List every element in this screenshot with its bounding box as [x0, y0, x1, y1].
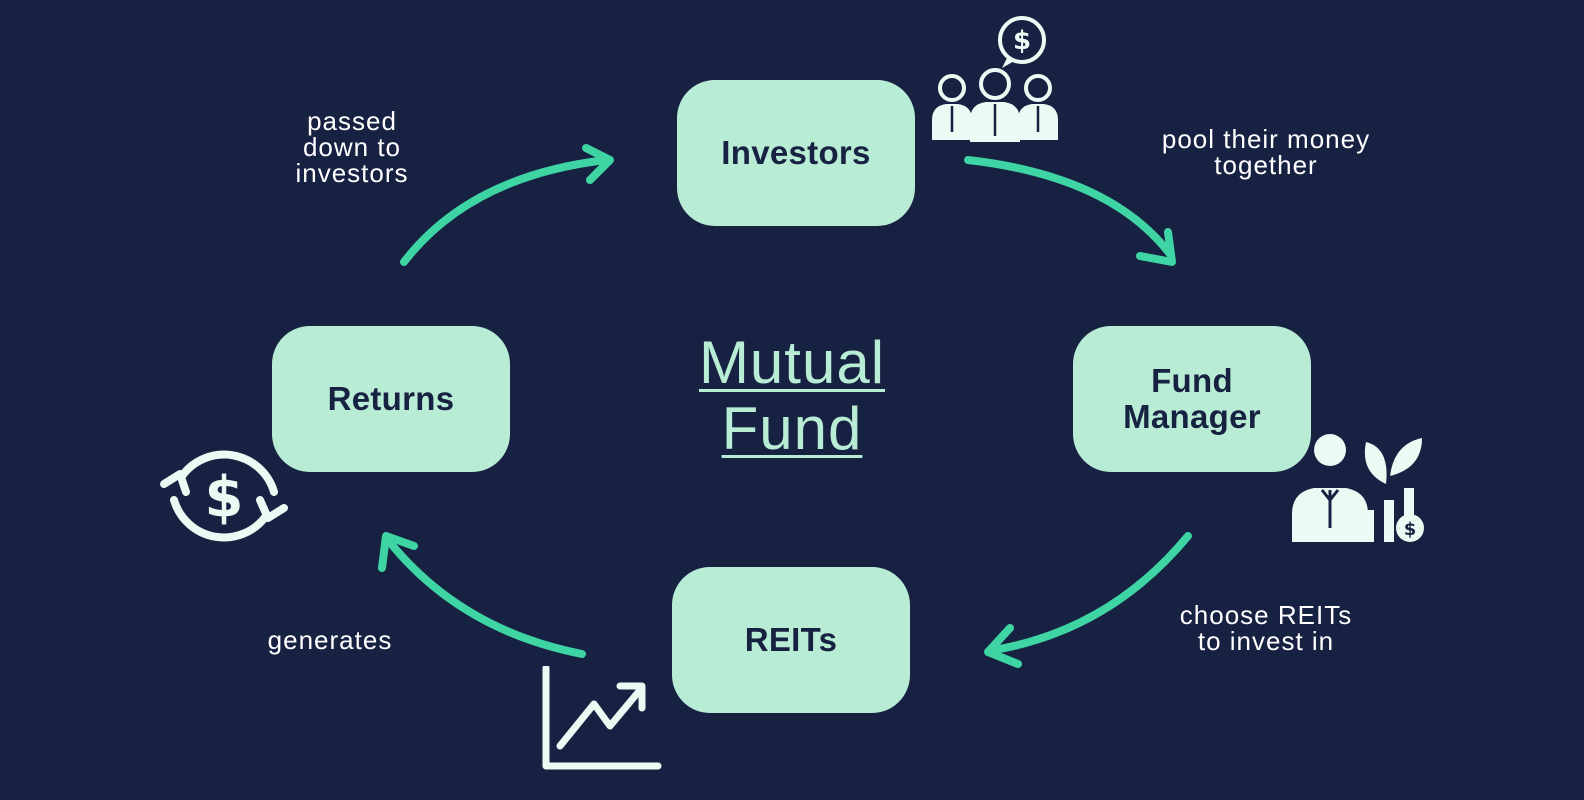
- returns-cycle-dollar-icon: $: [160, 450, 288, 542]
- node-returns: Returns: [272, 326, 510, 472]
- node-reits-label: REITs: [744, 621, 838, 658]
- node-investors-label: Investors: [721, 134, 871, 171]
- node-fund-manager: Fund Manager: [1073, 326, 1311, 472]
- arrow-head-investors-to-manager: [1136, 228, 1176, 266]
- svg-text:$: $: [1404, 519, 1417, 540]
- node-investors: Investors: [677, 80, 915, 226]
- diagram-title-line1: Mutual: [698, 329, 886, 396]
- arrow-head-returns-to-investors: [582, 144, 614, 184]
- fund-manager-growth-icon: $: [1292, 434, 1424, 542]
- arrow-head-manager-to-reits: [984, 624, 1022, 668]
- arrow-head-reits-to-returns: [378, 532, 418, 572]
- node-fund-manager-label-line1: Fund: [1151, 362, 1233, 399]
- edge-label-reits-to-returns: generates: [267, 625, 393, 655]
- arrow-investors-to-manager: [964, 156, 1174, 258]
- line-chart-growth-icon: [542, 666, 662, 770]
- node-reits: REITs: [672, 567, 910, 713]
- diagram-title-line2: Fund: [721, 395, 863, 462]
- svg-text:$: $: [1013, 26, 1031, 56]
- arrow-reits-to-returns: [384, 536, 586, 658]
- edge-label-investors-to-manager: pool their money together: [1161, 124, 1371, 180]
- arrow-manager-to-reits: [990, 532, 1192, 654]
- node-fund-manager-label-line2: Manager: [1123, 398, 1261, 435]
- diagram-title: Mutual Fund: [642, 330, 942, 462]
- edge-label-returns-to-investors: passed down to investors: [295, 106, 409, 188]
- arrow-returns-to-investors: [400, 156, 610, 266]
- edge-label-manager-to-reits: choose REITs to invest in: [1179, 600, 1353, 656]
- investors-group-icon: $: [932, 16, 1058, 142]
- svg-text:$: $: [205, 465, 244, 530]
- node-returns-label: Returns: [327, 380, 455, 417]
